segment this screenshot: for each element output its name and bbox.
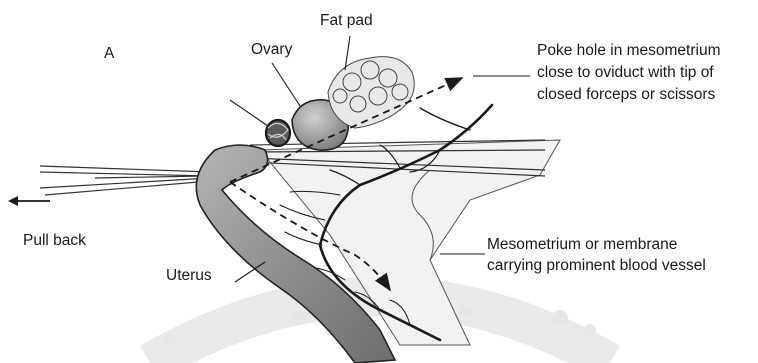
poke-hole-label: Poke hole in mesometrium close to oviduc… <box>537 40 721 106</box>
panel-label: A <box>104 44 114 64</box>
mesometrium-line-1: Mesometrium or membrane <box>487 234 706 255</box>
retractor-lines <box>40 166 210 195</box>
mesometrium-label: Mesometrium or membrane carrying promine… <box>487 234 706 276</box>
poke-hole-line-2: close to oviduct with tip of <box>537 62 721 84</box>
poke-hole-line-1: Poke hole in mesometrium <box>537 40 721 62</box>
oviduct-coil <box>266 120 290 146</box>
mesometrium-line-2: carrying prominent blood vessel <box>487 255 706 276</box>
pull-back-label: Pull back <box>23 231 86 251</box>
fat-pad <box>328 57 414 128</box>
ovary-label: Ovary <box>251 40 292 60</box>
fat-pad-label: Fat pad <box>320 11 373 31</box>
poke-hole-line-3: closed forceps or scissors <box>537 84 721 106</box>
pull-back-arrow <box>8 196 50 206</box>
uterus-label: Uterus <box>166 266 212 286</box>
